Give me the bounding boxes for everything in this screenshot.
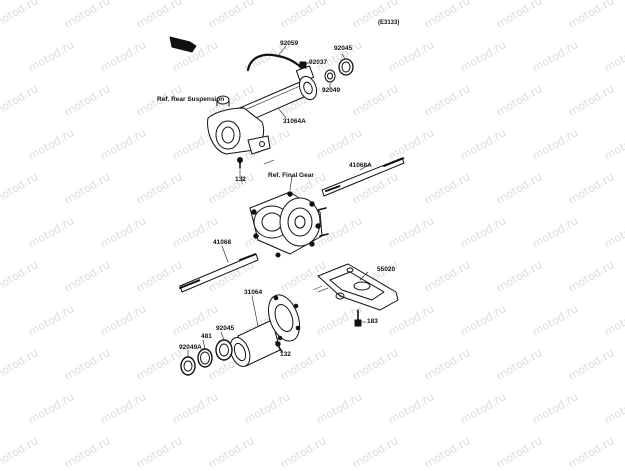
alignment-guides xyxy=(241,175,343,297)
breather-hose xyxy=(246,53,306,72)
upper-housing-31064A xyxy=(207,53,318,169)
lower-housing-31064 xyxy=(229,294,301,367)
ring-481 xyxy=(197,348,213,368)
part-label-92037: 92037 xyxy=(309,59,328,66)
part-label-41068: 41068 xyxy=(213,239,232,246)
part-label-31064: 31064 xyxy=(244,289,263,296)
front-arrow-icon xyxy=(169,36,197,53)
part-label-55020: 55020 xyxy=(377,266,396,273)
part-label-92049A: 92049A xyxy=(179,344,202,351)
guard-55020 xyxy=(317,263,399,327)
part-label-92059: 92059 xyxy=(280,40,299,47)
ref-rear-suspension: Ref. Rear Suspension xyxy=(157,96,225,103)
part-label-41068A: 41068A xyxy=(349,162,372,169)
leader-lines xyxy=(187,45,371,358)
cap-92037 xyxy=(299,61,307,69)
part-label-132-top: 132 xyxy=(235,176,246,183)
ring-92049A xyxy=(180,356,196,376)
shaft-41068 xyxy=(179,253,259,293)
part-label-132-bottom: 132 xyxy=(280,351,291,358)
part-label-481: 481 xyxy=(201,333,212,340)
seal-92045-top xyxy=(338,58,354,76)
ref-final-gear: Ref. Final Gear xyxy=(268,172,314,179)
ring-92049-top xyxy=(324,69,336,83)
part-label-92045-bottom: 92045 xyxy=(216,325,235,332)
part-label-92045-top: 92045 xyxy=(334,45,353,52)
seal-92045-bottom xyxy=(215,339,233,361)
part-label-31064A: 31064A xyxy=(283,118,306,125)
shaft-41068A xyxy=(321,157,405,197)
part-label-92049-top: 92049 xyxy=(322,87,341,94)
final-gear-case xyxy=(249,191,329,258)
part-label-183: 183 xyxy=(367,318,378,325)
figure-code: (E3133) xyxy=(378,20,400,26)
